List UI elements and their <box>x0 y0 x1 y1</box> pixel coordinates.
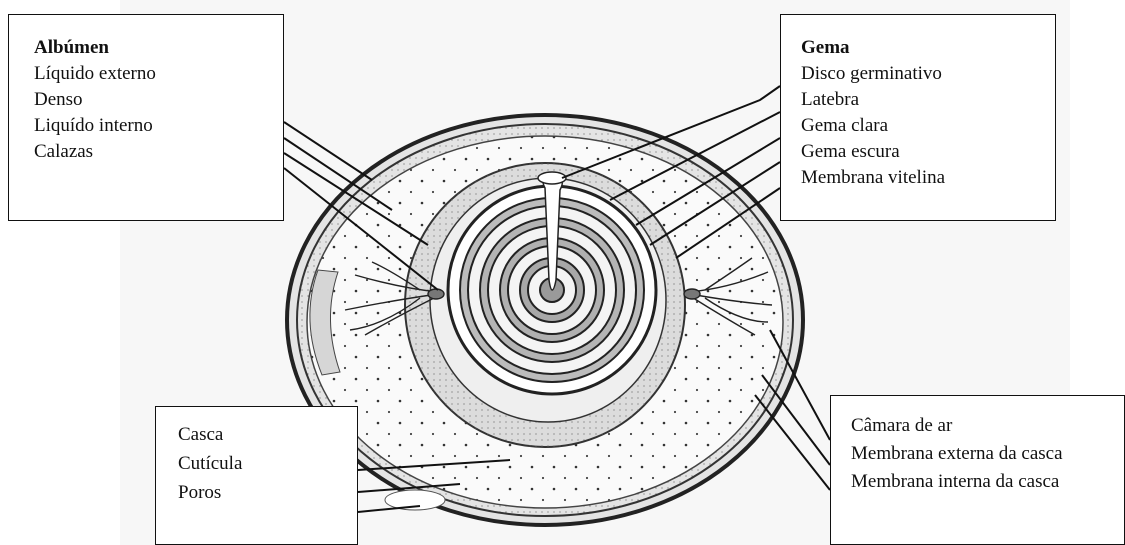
albumen-label-box: Albúmen Líquido externo Denso Liquído in… <box>8 14 284 221</box>
gema-item: Membrana vitelina <box>801 165 1055 191</box>
albumen-item: Líquido externo <box>34 61 283 87</box>
casca-item: Cutícula <box>178 449 357 478</box>
casca-label-box: Casca Cutícula Poros <box>155 406 358 545</box>
camara-item: Câmara de ar <box>851 412 1124 440</box>
albumen-item: Liquído interno <box>34 113 283 139</box>
albumen-title: Albúmen <box>34 35 283 61</box>
camara-label-box: Câmara de ar Membrana externa da casca M… <box>830 395 1125 545</box>
casca-item: Poros <box>178 478 357 507</box>
camara-item: Membrana interna da casca <box>851 468 1124 496</box>
albumen-item: Denso <box>34 87 283 113</box>
gema-title: Gema <box>801 35 1055 61</box>
germinal-disc <box>538 172 566 184</box>
gema-item: Gema clara <box>801 113 1055 139</box>
casca-item: Casca <box>178 420 357 449</box>
camara-item: Membrana externa da casca <box>851 440 1124 468</box>
gema-item: Latebra <box>801 87 1055 113</box>
albumen-item: Calazas <box>34 139 283 165</box>
gema-item: Disco germinativo <box>801 61 1055 87</box>
gema-label-box: Gema Disco germinativo Latebra Gema clar… <box>780 14 1056 221</box>
gema-item: Gema escura <box>801 139 1055 165</box>
